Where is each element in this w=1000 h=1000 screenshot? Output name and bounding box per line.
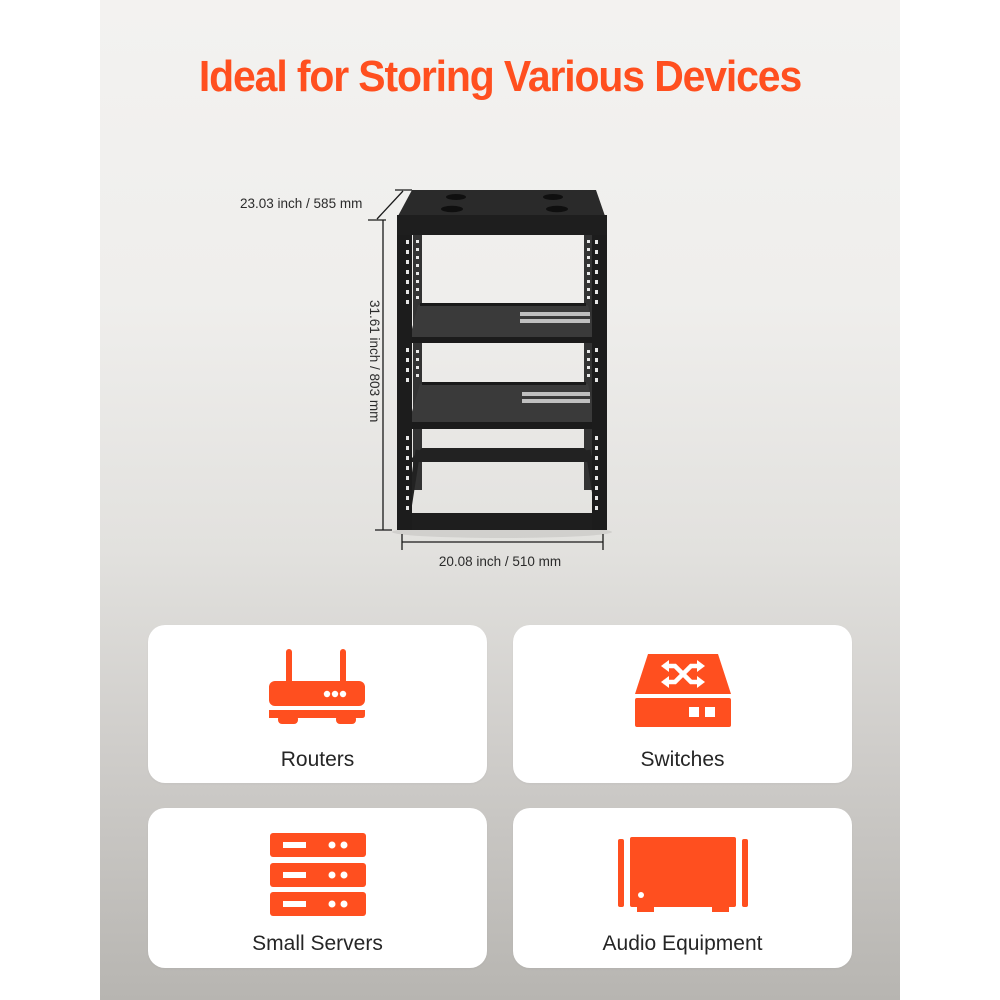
device-label: Audio Equipment: [602, 932, 763, 955]
device-card-small-servers: Small Servers: [148, 808, 487, 968]
height-dimension-line: [375, 220, 392, 531]
device-label: Routers: [280, 748, 355, 771]
server-stack-icon: [269, 833, 366, 916]
width-dimension-label: 20.08 inch / 510 mm: [438, 554, 562, 569]
device-label: Switches: [640, 748, 725, 771]
device-card-audio-equipment: Audio Equipment: [513, 808, 852, 968]
network-switch-icon: [634, 654, 731, 727]
infographic-panel: Ideal for Storing Various Devices: [100, 0, 900, 1000]
router-icon: [268, 649, 365, 724]
device-label: Small Servers: [252, 932, 383, 955]
depth-dimension-label: 23.03 inch / 585 mm: [240, 196, 363, 211]
page-title: Ideal for Storing Various Devices: [198, 52, 802, 101]
width-dimension-line: [401, 534, 604, 550]
height-dimension-label: 31.61 inch / 803 mm: [367, 300, 382, 423]
amplifier-icon: [617, 837, 748, 912]
device-card-routers: Routers: [148, 625, 487, 783]
rack-product-image: [368, 189, 612, 550]
device-card-switches: Switches: [513, 625, 852, 783]
